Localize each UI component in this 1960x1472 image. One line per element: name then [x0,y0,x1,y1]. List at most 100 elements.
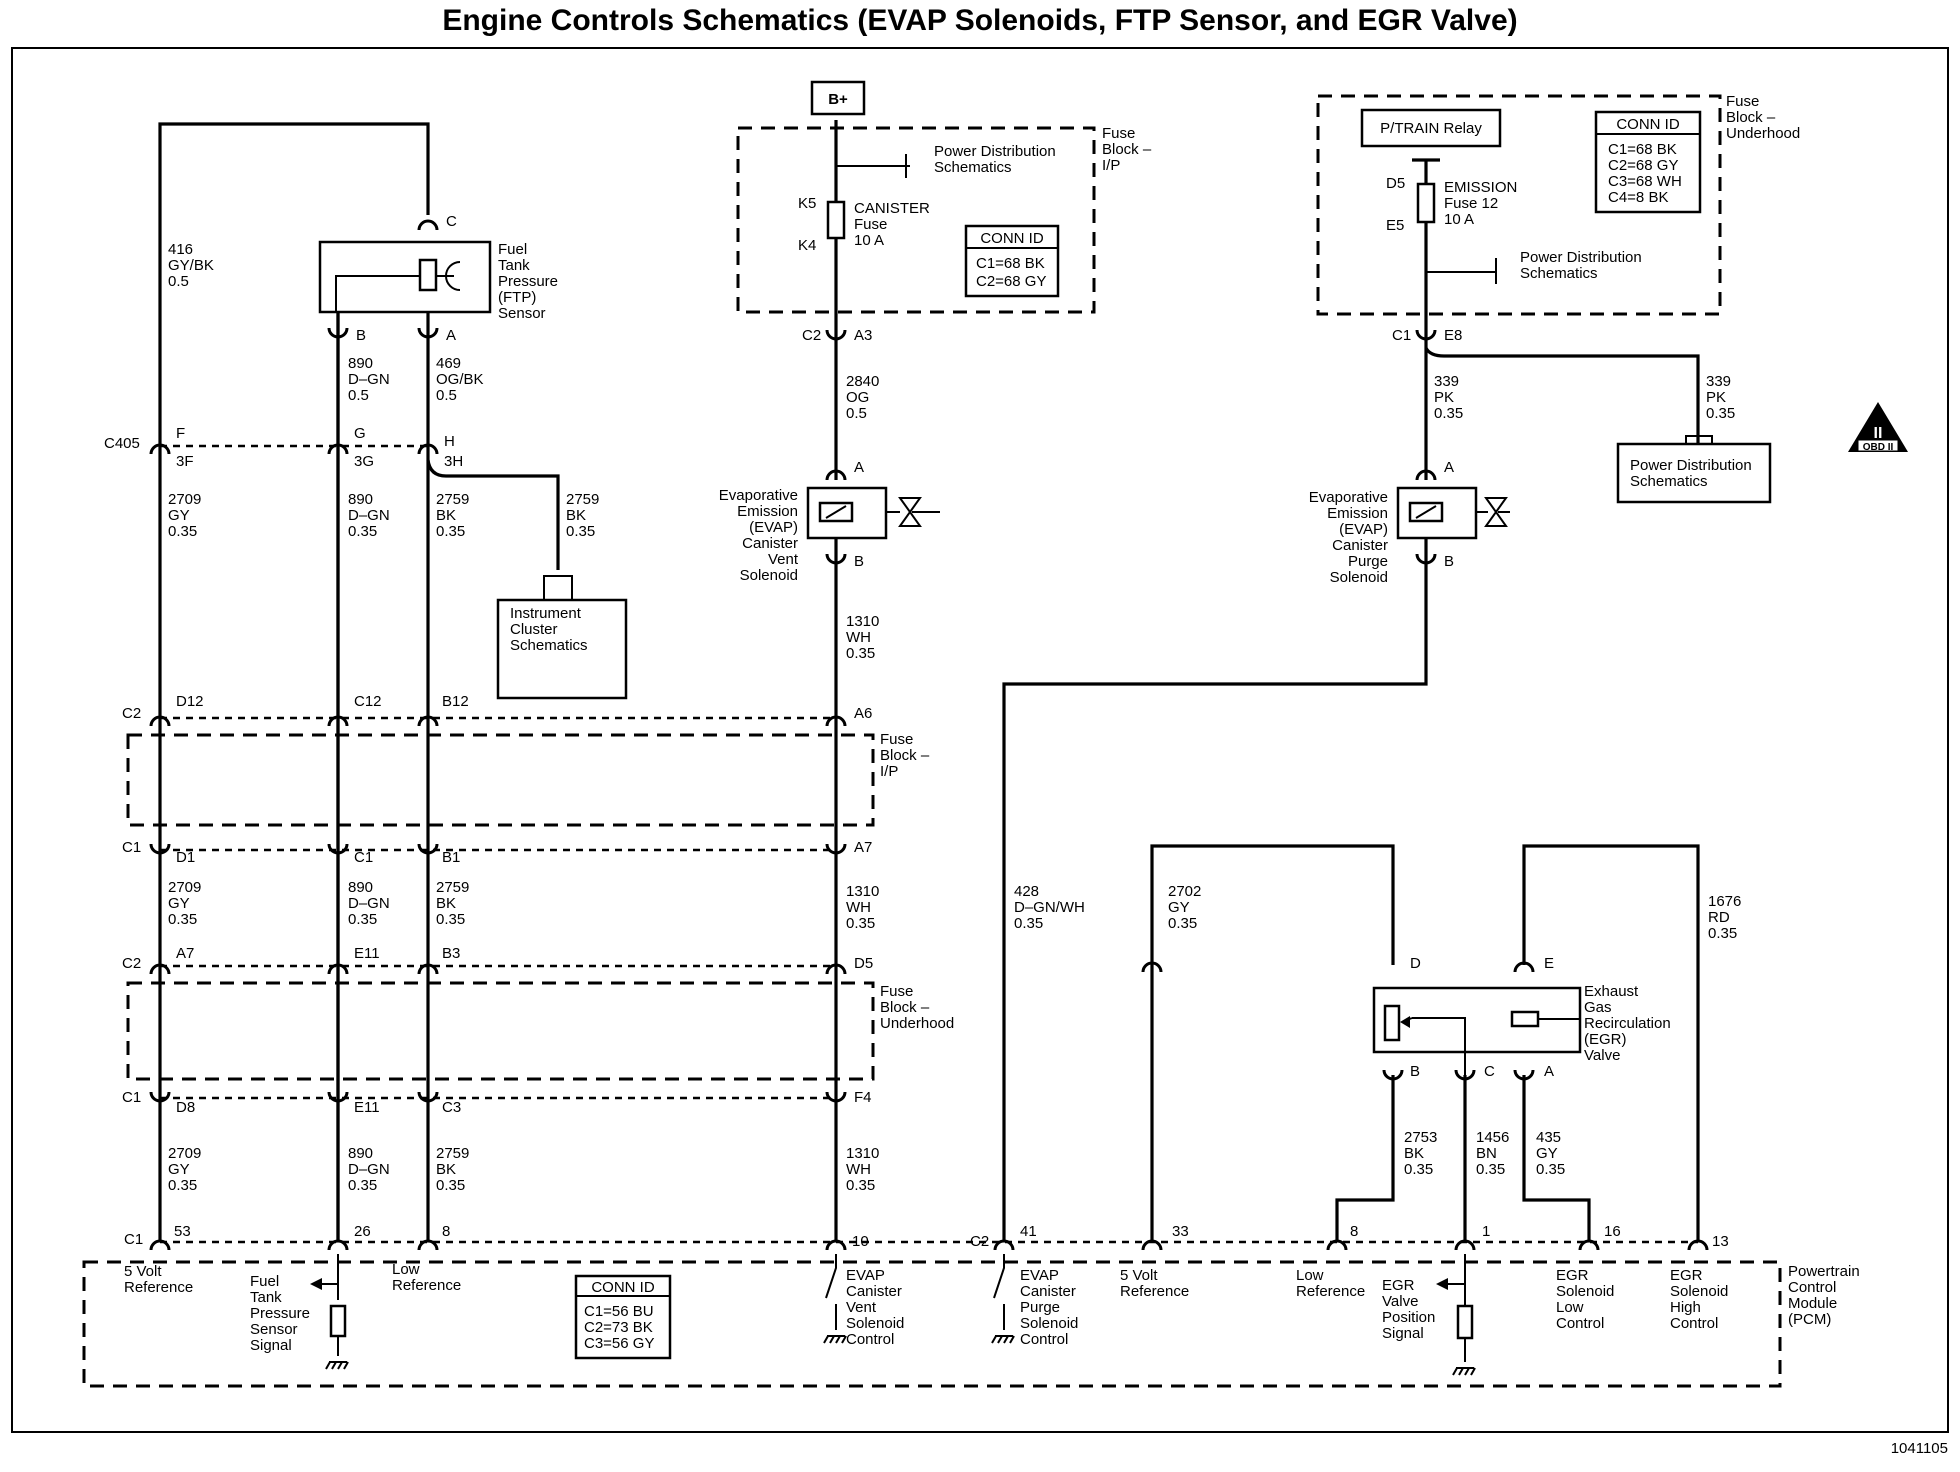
svg-text:Block –: Block – [1102,141,1152,158]
svg-text:16: 16 [1604,1223,1621,1240]
svg-text:Instrument: Instrument [510,605,582,622]
svg-text:41: 41 [1020,1223,1037,1240]
svg-text:0.35: 0.35 [1706,405,1735,422]
svg-text:K4: K4 [798,237,816,254]
svg-text:EGR: EGR [1670,1267,1703,1284]
svg-text:C2=73 BK: C2=73 BK [584,1319,653,1336]
svg-text:Fuse: Fuse [854,216,887,233]
svg-text:A: A [1544,1063,1554,1080]
svg-text:EGR: EGR [1382,1277,1415,1294]
svg-text:Reference: Reference [392,1277,461,1294]
svg-text:(EVAP): (EVAP) [1339,521,1388,538]
ip-block-side-label: Fuse Block – I/P [880,731,930,780]
svg-text:Cluster: Cluster [510,621,558,638]
svg-text:0.35: 0.35 [846,915,875,932]
svg-text:2709: 2709 [168,491,201,508]
svg-text:H: H [444,433,455,450]
svg-text:Pressure: Pressure [250,1305,310,1322]
svg-text:GY: GY [168,895,190,912]
svg-text:2759: 2759 [436,879,469,896]
svg-text:EVAP: EVAP [1020,1267,1059,1284]
svg-text:Block –: Block – [880,747,930,764]
svg-text:339: 339 [1434,373,1459,390]
svg-text:1676: 1676 [1708,893,1741,910]
svg-text:890: 890 [348,879,373,896]
page-title: Engine Controls Schematics (EVAP Solenoi… [442,4,1518,37]
svg-text:0.35: 0.35 [846,1177,875,1194]
svg-text:D: D [1410,955,1421,972]
svg-text:Pressure: Pressure [498,273,558,290]
ptrain-relay: P/TRAIN Relay [1360,108,1502,148]
pds-stub-uh [1426,258,1497,284]
svg-text:Block –: Block – [1726,109,1776,126]
svg-text:D5: D5 [854,955,873,972]
svg-text:C1: C1 [124,1231,143,1248]
svg-text:Solenoid: Solenoid [1020,1315,1078,1332]
svg-text:Reference: Reference [124,1279,193,1296]
svg-text:0.35: 0.35 [348,1177,377,1194]
svg-text:A3: A3 [854,327,872,344]
svg-text:53: 53 [174,1223,191,1240]
svg-text:Valve: Valve [1382,1293,1418,1310]
svg-text:BK: BK [436,1161,456,1178]
svg-text:OG/BK: OG/BK [436,371,484,388]
svg-text:C2: C2 [122,705,141,722]
svg-text:33: 33 [1172,1223,1189,1240]
fuse-block-uh-label: Fuse Block – Underhood [1726,93,1800,142]
svg-text:469: 469 [436,355,461,372]
svg-text:E11: E11 [354,945,380,962]
svg-text:Purge: Purge [1020,1299,1060,1316]
svg-text:II: II [1874,425,1883,442]
svg-text:C2: C2 [122,955,141,972]
svg-text:Evaporative: Evaporative [1309,489,1388,506]
svg-text:2759: 2759 [436,1145,469,1162]
svg-text:Control: Control [1020,1331,1068,1348]
svg-text:D1: D1 [176,849,195,866]
conn-id-ip: CONN ID C1=68 BK C2=68 GY [964,224,1060,298]
svg-text:Recirculation: Recirculation [1584,1015,1671,1032]
connector-labels: C2 A3 C1 E8 C405 F G H 3F 3G 3H C2 D12 C… [104,327,1462,1116]
svg-text:BK: BK [436,895,456,912]
svg-text:Tank: Tank [250,1289,282,1306]
svg-text:CONN ID: CONN ID [980,230,1044,247]
svg-text:EMISSION: EMISSION [1444,179,1517,196]
svg-text:Fuse: Fuse [1102,125,1135,142]
svg-text:A: A [854,459,864,476]
svg-text:WH: WH [846,1161,871,1178]
svg-text:2840: 2840 [846,373,879,390]
svg-text:C1=56 BU: C1=56 BU [584,1303,654,1320]
uh-block-side-label: Fuse Block – Underhood [880,983,954,1032]
pds-ref-uh: Power Distribution Schematics [1520,249,1642,282]
svg-text:Powertrain: Powertrain [1788,1263,1860,1280]
svg-text:Purge: Purge [1348,553,1388,570]
svg-text:Canister: Canister [742,535,798,552]
svg-text:Schematics: Schematics [510,637,588,654]
svg-text:D–GN: D–GN [348,895,390,912]
svg-text:Schematics: Schematics [1520,265,1598,282]
svg-text:Evaporative: Evaporative [719,487,798,504]
obd-ii-badge: II OBD II [1848,402,1908,453]
svg-text:C3: C3 [442,1099,461,1116]
svg-text:Tank: Tank [498,257,530,274]
svg-text:Gas: Gas [1584,999,1612,1016]
svg-text:A: A [446,327,456,344]
svg-text:0.35: 0.35 [1168,915,1197,932]
svg-text:Control: Control [1556,1315,1604,1332]
pcm-conn-id: CONN ID C1=56 BU C2=73 BK C3=56 GY [574,1274,672,1360]
svg-text:1: 1 [1482,1223,1490,1240]
svg-text:0.5: 0.5 [846,405,867,422]
svg-text:Solenoid: Solenoid [1670,1283,1728,1300]
svg-text:D12: D12 [176,693,204,710]
svg-text:416: 416 [168,241,193,258]
svg-text:Position: Position [1382,1309,1435,1326]
svg-text:Module: Module [1788,1295,1837,1312]
svg-text:C2: C2 [802,327,821,344]
svg-text:0.35: 0.35 [1708,925,1737,942]
svg-text:C1=68 BK: C1=68 BK [976,255,1045,272]
